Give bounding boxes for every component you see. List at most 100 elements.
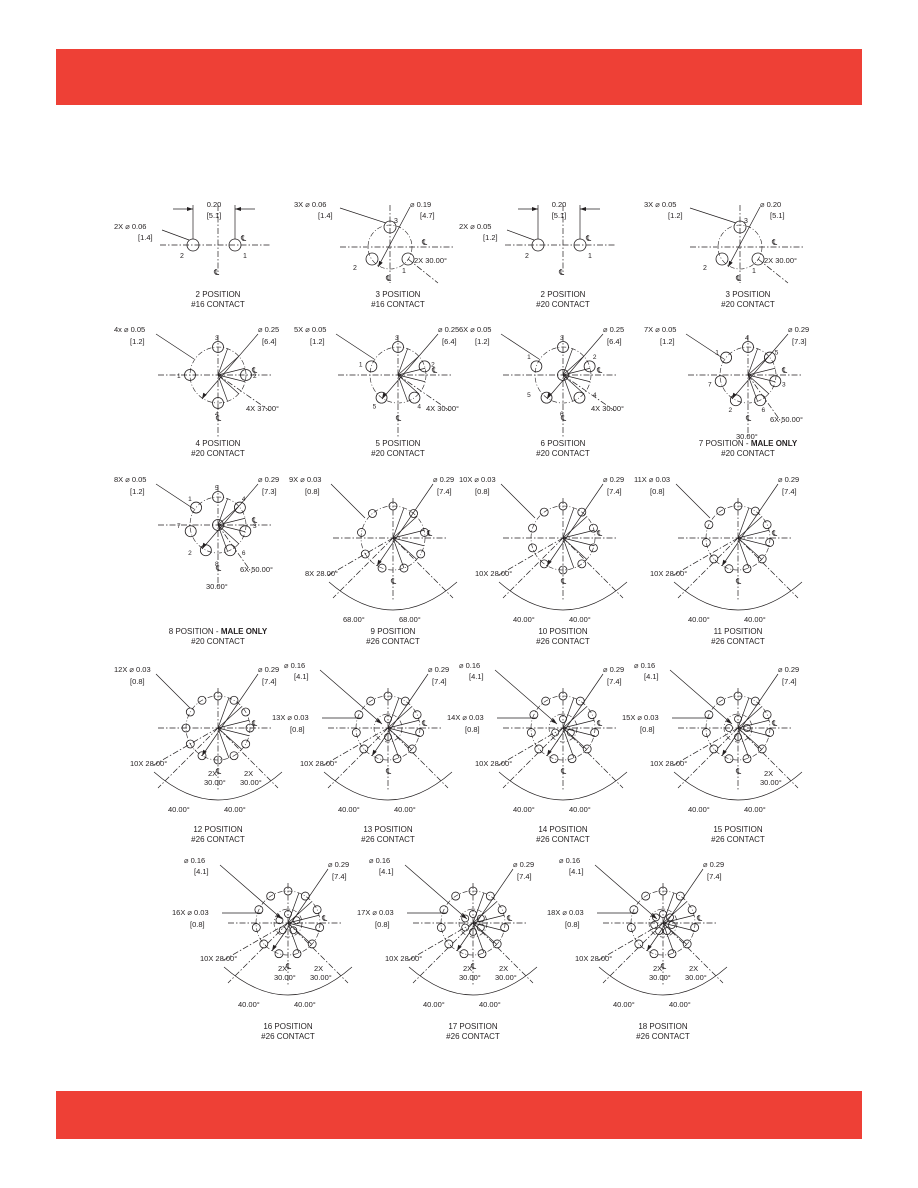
layout-drawing: 8X ⌀ 0.05[1.2]⌀ 0.29[7.3]6X 50.00°30.00°… [114,475,279,591]
contact-diameter-label: 13X ⌀ 0.03 [272,713,309,722]
inner-pitch-circle [648,908,678,938]
caption-position: 5 POSITION [375,439,421,448]
pitch-diameter-mm: [6.4] [607,337,622,346]
layout-caption: 12 POSITION#26 CONTACT [158,825,278,844]
leader-line [387,727,449,789]
angle-count-label: 2X [689,964,698,973]
leader-line [677,727,739,789]
contact-outer [374,754,384,764]
pitch-diameter-label: ⌀ 0.29 [603,665,624,674]
pitch-circle [534,346,592,404]
leader-line [326,537,394,577]
dimension-arrow [547,559,552,566]
contact-diameter-mm: [1.4] [318,211,333,220]
pitch-circle [530,695,596,761]
radial-line [217,524,228,552]
pitch-circle [360,505,426,571]
centerline-symbol: ℄ [426,529,433,538]
centerline-symbol: ℄ [771,238,778,247]
radial-line [217,706,243,729]
layout-p16-26: ⌀ 0.16[4.1]16X ⌀ 0.03[0.8]⌀ 0.29[7.4]10X… [172,855,353,1009]
caption-contact-size: #26 CONTACT [636,1031,690,1041]
contact-diameter-mm: [1.2] [483,233,498,242]
contact-diameter-label: 15X ⌀ 0.03 [622,713,659,722]
angle-arc [598,966,728,996]
leader-line [404,864,468,920]
layout-caption: 15 POSITION#26 CONTACT [678,825,798,844]
angle-label: 2X 30.00° [764,256,797,265]
contact-outer [240,369,252,381]
leader-line [271,868,329,952]
angle-label: 10X 28.00° [650,569,687,578]
contact-outer [360,549,370,559]
contact-outer [724,754,734,764]
contact-number: 7 [708,381,712,388]
caption-position: 13 POSITION [363,825,413,834]
angle-label: 4X 30.00° [426,404,459,413]
leader-line [217,374,271,412]
pitch-diameter-mm: [5.1] [770,211,785,220]
contact-outer [436,923,446,932]
caption-position: 18 POSITION [638,1022,688,1031]
layout-p13-26: ⌀ 0.16[4.1]13X ⌀ 0.03[0.8]⌀ 0.29[7.4]10X… [272,660,453,814]
radial-line [217,348,228,376]
dimension-arrow [732,392,737,399]
angle-label: 40.00° [513,615,535,624]
leader-line [381,333,439,400]
layout-caption: 14 POSITION#26 CONTACT [503,825,623,844]
leader-line [412,922,474,984]
pitch-circle [530,505,596,571]
layout-p14-26: ⌀ 0.16[4.1]14X ⌀ 0.03[0.8]⌀ 0.29[7.4]10X… [447,660,628,814]
contact-outer [558,565,568,575]
centerline-symbol: ℄ [506,914,513,923]
pitch-diameter-label: ⌀ 0.29 [328,860,349,869]
contact-outer [709,554,719,564]
contact-outer [528,523,537,533]
caption-contact-size: #26 CONTACT [191,834,245,844]
angle-label: 40.00° [569,805,591,814]
angle-label: 40.00° [513,805,535,814]
centerline-symbol: ℄ [696,914,703,923]
pitch-diameter-label: ⌀ 0.29 [778,665,799,674]
angle-count-label: 2X [208,769,217,778]
angle-label: 4X 37.00° [246,404,279,413]
layout-caption: 16 POSITION#26 CONTACT [228,1022,348,1041]
radial-line [387,706,413,729]
contact-outer [558,501,568,511]
contact-outer [224,544,237,557]
pitch-diameter-label: ⌀ 0.25 [603,325,624,334]
contact-outer [266,891,276,901]
caption-contact-size: #26 CONTACT [361,834,415,844]
contact-number: 2 [180,253,184,260]
contact-outer [557,341,569,353]
contact-number: 2 [253,373,257,380]
dimension-arrow [722,559,727,566]
angle-label: 2X 30.00° [414,256,447,265]
contact-diameter-mm: [1.2] [310,337,325,346]
dimension-arrow [461,913,467,919]
contact-outer [539,507,549,517]
caption-position: 3 POSITION [725,290,771,299]
contact-outer [416,549,426,559]
pitch-diameter-mm: [7.3] [262,487,277,496]
contact-diameter-mm: [1.2] [130,487,145,496]
radial-line [397,367,426,376]
contact-inner [476,923,485,932]
caption-contact-size: #20 CONTACT [371,448,425,458]
radial-line [662,914,695,924]
contact-number: 3 [215,335,219,342]
contact-outer [716,506,726,516]
leader-line [472,922,534,984]
contact-number: 4 [215,411,219,418]
centerline-symbol: ℄ [285,962,292,971]
layout-p9-26: 9X ⌀ 0.03[0.8]⌀ 0.29[7.4]8X 28.00°68.00°… [285,470,458,624]
radial-line [387,727,400,759]
caption-position: 3 POSITION [375,290,421,299]
contact-outer [540,391,553,404]
contact-number: 4 [242,496,246,503]
leader-line [155,483,195,510]
